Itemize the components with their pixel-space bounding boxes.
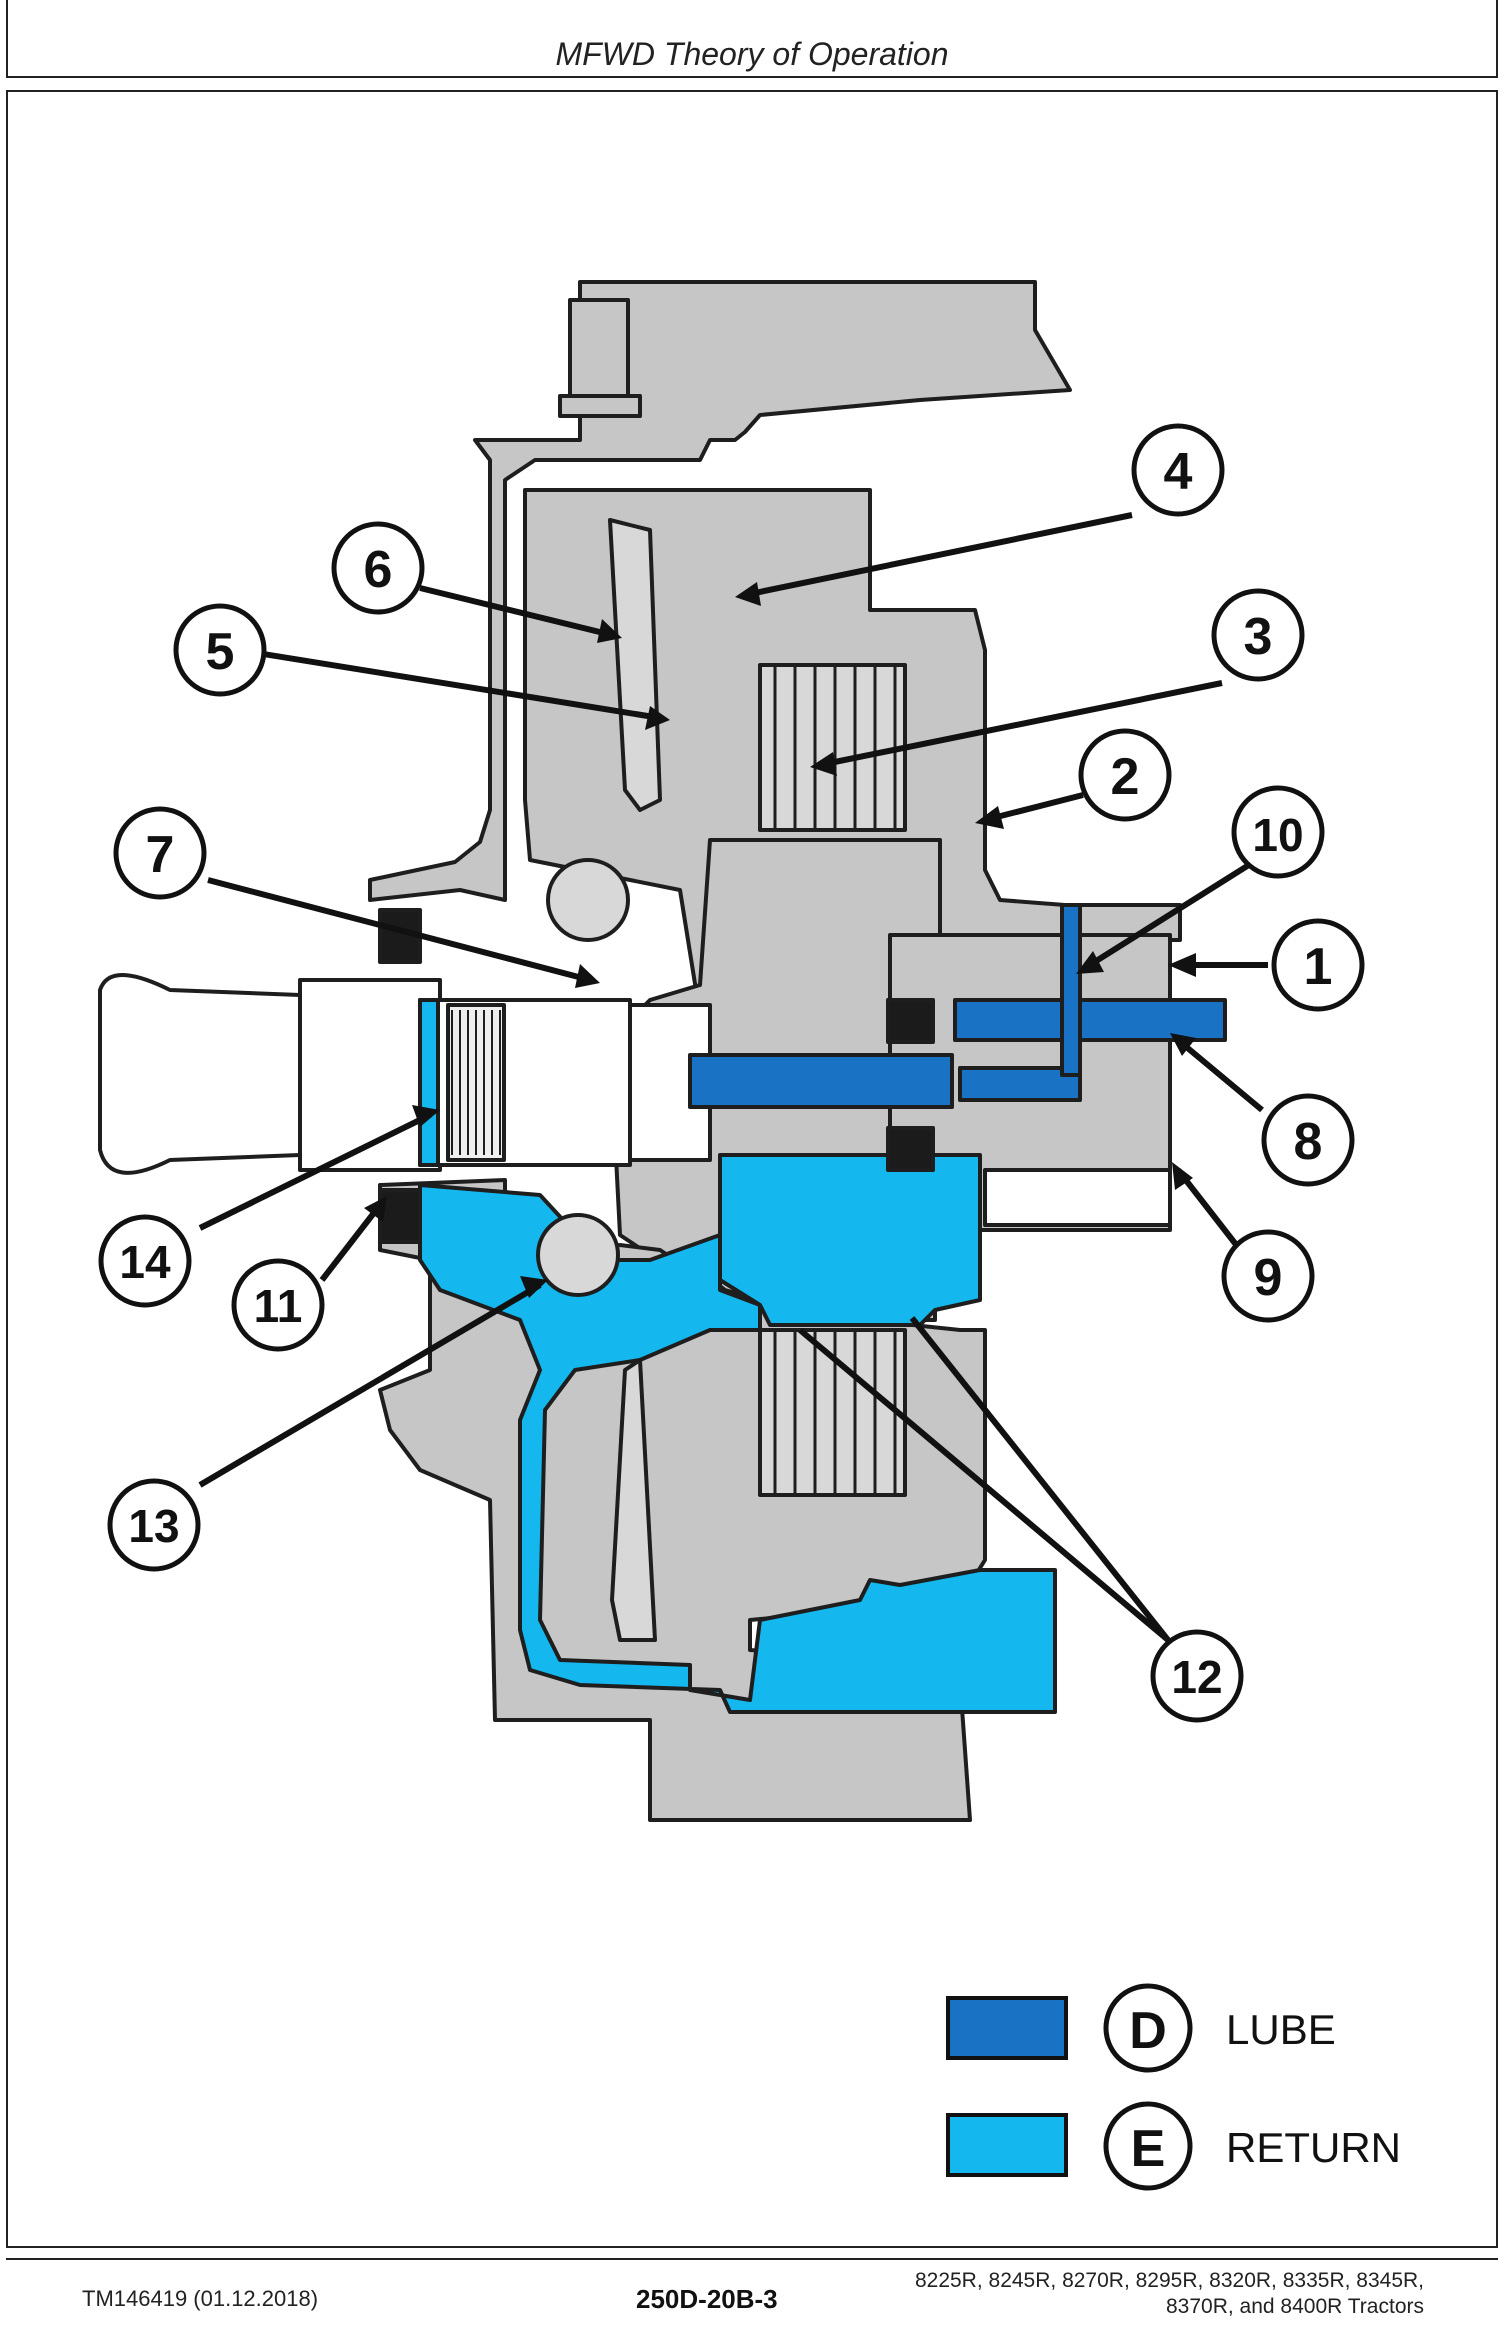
axle-shaft: [98, 973, 302, 1175]
legend-swatch-return: [946, 2113, 1068, 2177]
callout-5: 5: [173, 603, 267, 697]
callout-3: 3: [1211, 588, 1305, 682]
callout-7: 7: [113, 806, 207, 900]
page-title: MFWD Theory of Operation: [555, 36, 949, 72]
footer-rule: [6, 2258, 1498, 2260]
svg-text:13: 13: [128, 1500, 179, 1552]
piston-upper: [608, 518, 662, 812]
clutch-pack-upper: [758, 663, 907, 832]
callout-12: 12: [1150, 1629, 1244, 1723]
legend-letter-lube: D: [1129, 2002, 1167, 2060]
callout-9: 9: [1221, 1229, 1315, 1323]
svg-text:14: 14: [119, 1236, 171, 1288]
footer-models: 8225R, 8245R, 8270R, 8295R, 8320R, 8335R…: [904, 2268, 1424, 2320]
legend-swatch-lube: [946, 1996, 1068, 2060]
lube-shaft-bore: [688, 1053, 954, 1109]
lube-passage-horizontal: [953, 998, 1227, 1042]
legend-label-lube: LUBE: [1226, 2006, 1336, 2053]
svg-text:1: 1: [1304, 938, 1333, 996]
bearing-ball-lower: [536, 1213, 620, 1297]
port-right: [983, 1168, 1172, 1227]
callout-10: 10: [1231, 785, 1325, 879]
svg-text:2: 2: [1111, 748, 1140, 806]
housing-bolt: [568, 298, 630, 398]
mfwd-cross-section-diagram: 1 2 3 4 5 6 7 8 9 10 11 12 13 14 D LUBE …: [98, 280, 1401, 2191]
callout-13: 13: [107, 1478, 201, 1572]
footer-page-code: 250D-20B-3: [636, 2284, 778, 2314]
callout-1: 1: [1271, 918, 1365, 1012]
callout-8: 8: [1261, 1093, 1355, 1187]
svg-text:6: 6: [364, 541, 393, 599]
legend-item-return: E RETURN: [946, 2101, 1401, 2191]
svg-text:4: 4: [1164, 443, 1193, 501]
lube-passage-vertical: [1060, 903, 1082, 1077]
svg-text:5: 5: [206, 623, 235, 681]
svg-text:3: 3: [1244, 608, 1273, 666]
svg-text:8: 8: [1294, 1113, 1323, 1171]
svg-text:10: 10: [1252, 809, 1303, 861]
footer-models-line1: 8225R, 8245R, 8270R, 8295R, 8320R, 8335R…: [914, 2269, 1424, 2292]
footer-doc-id: TM146419 (01.12.2018): [82, 2286, 319, 2311]
figure-frame: [6, 90, 1498, 2248]
callout-6: 6: [331, 521, 425, 615]
legend-letter-return: E: [1131, 2120, 1166, 2178]
legend-item-lube: D LUBE: [946, 1983, 1336, 2073]
callout-14: 14: [98, 1214, 192, 1308]
footer-models-line2: 8370R, and 8400R Tractors: [1166, 2295, 1424, 2318]
svg-text:7: 7: [146, 826, 175, 884]
callouts: 1 2 3 4 5 6 7 8 9 10 11 12 13 14: [98, 423, 1365, 1723]
callout-4: 4: [1131, 423, 1225, 517]
svg-text:11: 11: [254, 1280, 303, 1332]
callout-2: 2: [1078, 728, 1172, 822]
piston-lower: [610, 1358, 657, 1642]
legend: D LUBE E RETURN: [946, 1983, 1401, 2191]
header-box: MFWD Theory of Operation: [6, 0, 1498, 78]
svg-text:9: 9: [1254, 1249, 1283, 1307]
bearing-ball-upper: [546, 858, 630, 942]
return-oil-passage: [418, 1183, 1057, 1714]
svg-text:12: 12: [1171, 1651, 1222, 1703]
callout-11: 11: [231, 1258, 325, 1352]
legend-label-return: RETURN: [1226, 2124, 1401, 2171]
